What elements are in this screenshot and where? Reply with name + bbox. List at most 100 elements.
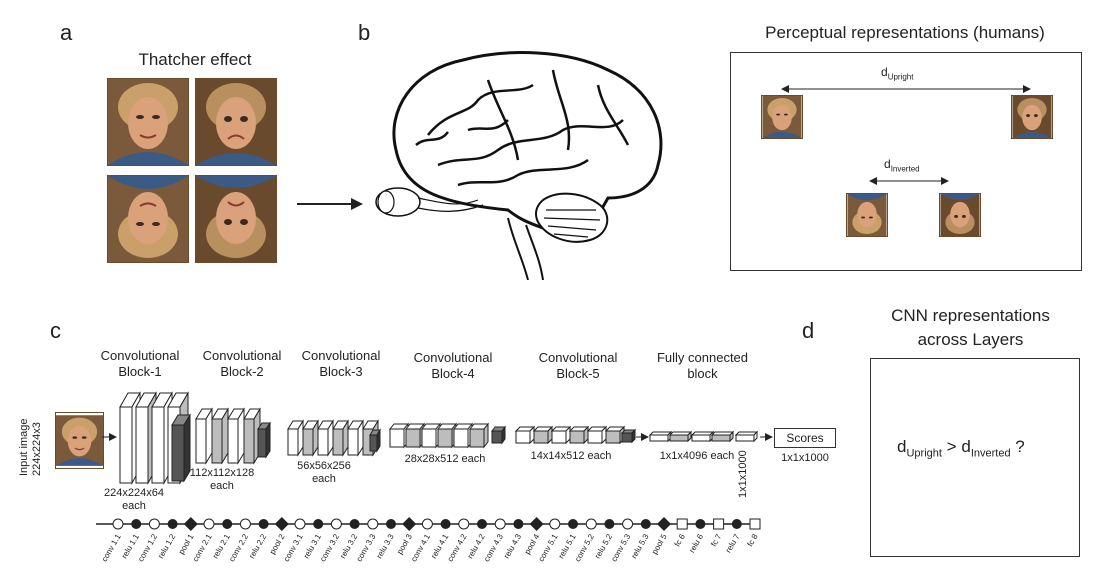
block-3-layers	[287, 419, 381, 457]
layer-node-conv	[494, 518, 506, 530]
input-image-label-line2: 224x224x3	[31, 422, 43, 476]
block-1-dims-line1: 224x224x64	[104, 487, 164, 499]
block-3-title-line1: Convolutional	[301, 348, 381, 363]
panel-c-letter: c	[50, 318, 61, 343]
expr-d-inverted: d	[961, 437, 971, 456]
layer-node-relu	[386, 519, 396, 529]
expr-inverted-subscript: Inverted	[970, 447, 1011, 460]
layer-node-relu	[258, 519, 269, 529]
block-2-layers	[195, 407, 271, 465]
block-fc-title-line1: Fully connected	[656, 350, 749, 365]
face-b-inverted-right	[939, 193, 981, 237]
arrow-to-brain	[297, 198, 363, 210]
expr-upright-subscript: Upright	[906, 447, 942, 460]
d-upright-subscript: Upright	[887, 72, 914, 82]
panel-a-letter: a	[60, 20, 73, 45]
layer-label: relu 1.2	[156, 532, 177, 560]
layer-label: pool 1	[177, 532, 196, 556]
d-inverted-subscript: Inverted	[890, 164, 920, 174]
block-1-title-line2: Block-1	[118, 364, 162, 379]
block-3-dims-line1: 56x56x256	[297, 460, 351, 472]
face-upright-thatcherized	[195, 78, 277, 166]
cnn-architecture	[102, 391, 773, 485]
block-2-title-line2: Block-2	[220, 364, 264, 379]
d-inverted-label: dInverted	[884, 157, 920, 173]
input-image-label-line1: Input image	[18, 418, 30, 476]
layer-node-pool	[529, 517, 544, 531]
panel-a-title: Thatcher effect	[138, 50, 252, 69]
d-inverted-symbol: d	[884, 157, 891, 171]
block-3-title-line2: Block-3	[319, 364, 363, 379]
layer-label: relu 4.3	[502, 532, 523, 560]
layer-node-conv	[622, 518, 634, 530]
layer-label: pool 2	[268, 532, 287, 556]
layer-node-conv	[330, 518, 342, 530]
fc8-dims: 1x1x1000	[737, 450, 749, 498]
d-upright-symbol: d	[881, 65, 888, 79]
layer-node-fc	[749, 518, 761, 530]
face-b-inverted-left	[846, 193, 888, 237]
layer-label: relu 6	[687, 532, 705, 554]
block-5-dims: 14x14x512 each	[530, 450, 612, 462]
face-upright-normal	[107, 78, 189, 166]
layer-label: relu 7	[724, 532, 742, 554]
input-image-label: Input image 224x224x3	[18, 396, 44, 476]
layer-node-conv	[112, 518, 124, 530]
block-2-dims-line2: each	[210, 480, 234, 492]
layer-node-conv	[294, 518, 306, 530]
layer-label: pool 3	[395, 532, 414, 556]
layer-node-pool	[183, 517, 198, 531]
fc-layers	[648, 430, 759, 443]
face-b-upright-right	[1011, 95, 1053, 139]
block-5-title-line2: Block-5	[556, 366, 600, 381]
layer-node-relu	[222, 519, 233, 529]
panel-d-letter: d	[802, 318, 815, 343]
face-b-upright-left	[761, 95, 803, 139]
block-fc-title-line2: block	[687, 366, 718, 381]
panel-d-title: CNN representations across Layers	[858, 304, 1083, 352]
layer-label: fc 8	[745, 532, 760, 548]
layer-label: pool 4	[523, 532, 542, 556]
block-2-dims-line1: 112x112x128	[189, 467, 255, 479]
layer-node-conv	[549, 518, 561, 530]
d-upright-arrow	[781, 85, 1031, 93]
layer-node-pool	[657, 517, 671, 531]
input-image	[55, 412, 104, 469]
brain-illustration	[375, 51, 663, 280]
layer-node-relu	[695, 519, 706, 529]
block-4-title-line2: Block-4	[431, 366, 475, 381]
expr-question-mark: ?	[1015, 437, 1025, 456]
layer-node-relu	[604, 519, 615, 529]
layer-node-conv	[367, 518, 379, 530]
block-1-title-line1: Convolutional	[100, 348, 180, 363]
layer-node-relu	[568, 519, 578, 529]
layer-node-conv	[458, 518, 470, 530]
block-5-layers	[514, 425, 637, 445]
layer-node-relu	[167, 519, 178, 529]
layer-node-conv	[203, 518, 215, 530]
block-1-dims-line2: each	[122, 500, 146, 512]
layer-node-relu	[477, 519, 487, 529]
block-4-dims: 28x28x512 each	[404, 453, 486, 465]
panel-b-letter: b	[358, 20, 371, 45]
panel-b-title: Perceptual representations (humans)	[765, 23, 1045, 42]
layer-node-fc	[676, 518, 688, 530]
layer-node-relu	[131, 519, 142, 529]
layer-node-relu	[640, 519, 651, 529]
layer-node-relu	[513, 519, 524, 529]
perceptual-representations-box: dUpright dInverted	[730, 52, 1082, 271]
expr-d-upright: d	[897, 437, 907, 456]
layer-node-conv	[148, 518, 160, 530]
layer-node-relu	[349, 519, 360, 529]
layer-label: relu 2.2	[247, 532, 268, 560]
layer-label: pool 5	[650, 532, 669, 556]
